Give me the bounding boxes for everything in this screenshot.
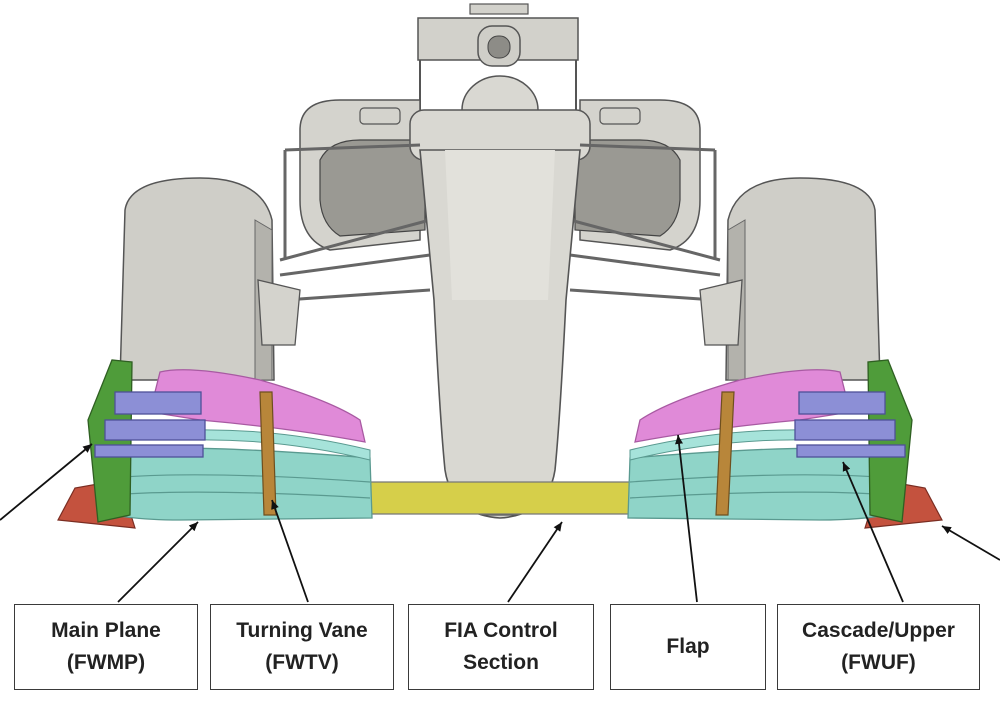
left-turning-vane xyxy=(259,391,277,516)
right-flap xyxy=(634,369,851,443)
label-turning-vane: Turning Vane (FWTV) xyxy=(210,604,394,690)
label-cascade-line1: Cascade/Upper xyxy=(802,619,955,642)
left-wing xyxy=(57,359,373,529)
left-cascade xyxy=(94,391,206,458)
nose-cone xyxy=(419,149,581,519)
callout-arrows xyxy=(0,434,1000,603)
uprights xyxy=(257,107,743,346)
fia-control-section xyxy=(349,481,651,515)
label-fia-control-section: FIA Control Section xyxy=(408,604,594,690)
left-main-plane xyxy=(99,447,373,521)
label-turning-vane-line1: Turning Vane xyxy=(236,619,368,642)
label-fia-line1: FIA Control xyxy=(444,619,558,642)
arrow-endplate-left xyxy=(0,443,93,521)
arrow-footplate-right xyxy=(941,525,1000,561)
arrow-cascade xyxy=(842,461,904,603)
label-cascade-line2: (FWUF) xyxy=(841,651,916,674)
arrow-flap xyxy=(675,434,698,603)
label-flap: Flap xyxy=(610,604,766,690)
right-turning-vane xyxy=(715,391,735,516)
label-cascade-upper: Cascade/Upper (FWUF) xyxy=(777,604,980,690)
arrow-fia-section xyxy=(507,521,563,603)
label-main-plane-line2: (FWMP) xyxy=(66,651,146,674)
left-flap xyxy=(149,369,366,443)
right-wing xyxy=(627,359,943,529)
arrow-main-plane xyxy=(117,521,199,603)
label-main-plane: Main Plane (FWMP) xyxy=(14,604,198,690)
right-cascade xyxy=(794,391,906,458)
chassis-body xyxy=(299,75,701,251)
label-fia-line2: Section xyxy=(463,651,539,674)
rear-wing xyxy=(417,3,579,120)
label-turning-vane-line2: (FWTV) xyxy=(265,651,339,674)
suspension xyxy=(279,143,721,302)
label-flap-line1: Flap xyxy=(666,635,710,658)
right-main-plane xyxy=(627,447,901,521)
arrow-turning-vane xyxy=(271,499,309,603)
label-main-plane-line1: Main Plane xyxy=(51,619,161,642)
